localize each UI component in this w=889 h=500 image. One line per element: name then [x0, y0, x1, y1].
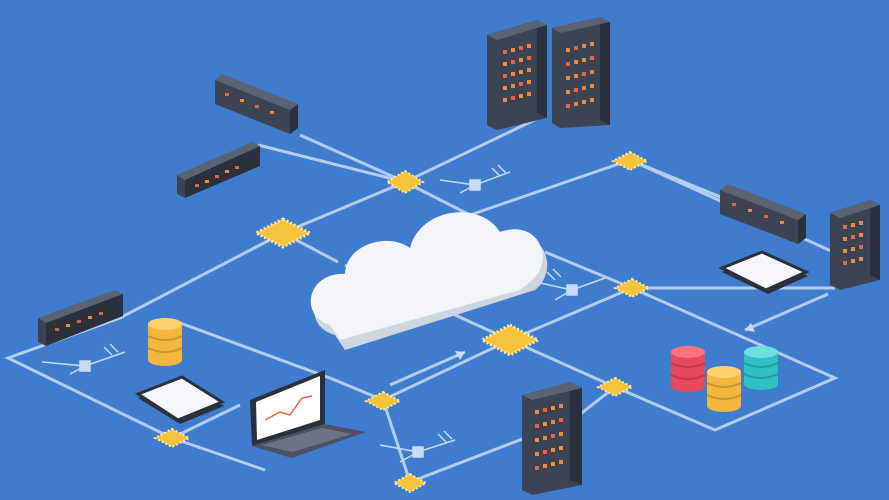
cloud-icon [310, 212, 548, 350]
server-leds [843, 221, 863, 265]
rack-server-icon [215, 74, 298, 134]
tablet-icon [718, 250, 810, 294]
microchips [152, 150, 652, 494]
database-stack-icon [743, 346, 779, 390]
network-node-icon [539, 268, 606, 301]
microchip-icon [252, 217, 314, 249]
microchip-icon [595, 376, 635, 398]
microchip-icon [478, 323, 542, 357]
database-stack-icon [706, 366, 742, 412]
microchip-icon [612, 277, 652, 299]
microchip-icon [152, 427, 192, 449]
rack-server-icon [720, 184, 806, 244]
server-tower-icon [487, 20, 547, 130]
database-stack-icon [670, 346, 706, 392]
microchip-icon [363, 390, 403, 412]
flow-arrows [455, 323, 755, 360]
server-leds [503, 44, 531, 102]
database-stack-icon [147, 318, 183, 366]
server-leds [535, 404, 563, 470]
laptop-icon [250, 370, 366, 458]
microchip-icon [391, 472, 429, 494]
server-leds [566, 42, 594, 108]
network-node-icon [439, 164, 511, 194]
tablet-icon [134, 375, 226, 424]
rack-server-icon [177, 142, 260, 198]
server-tower-icon [522, 382, 582, 495]
rack-server-icon [38, 290, 123, 346]
server-tower-icon [830, 200, 880, 290]
server-tower-icon [552, 17, 610, 128]
microchip-icon [385, 169, 425, 195]
network-node-icon [379, 430, 456, 463]
network-node-icons [41, 164, 606, 463]
network-node-icon [41, 343, 126, 375]
microchip-icon [610, 150, 650, 172]
